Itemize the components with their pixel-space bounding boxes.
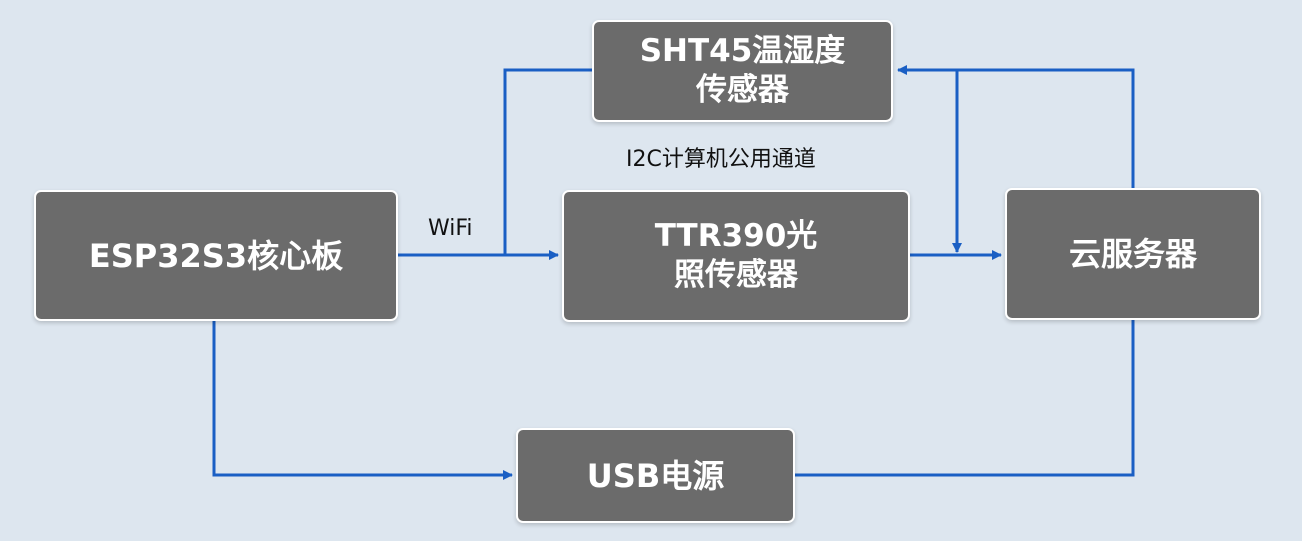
i2c-channel-label: I2C计算机公用通道 bbox=[626, 147, 816, 172]
ttr390-sensor-node: TTR390光 照传感器 bbox=[562, 190, 910, 322]
usb-power-label: USB电源 bbox=[586, 456, 725, 495]
wifi-branch-to-sht45 bbox=[503, 68, 594, 255]
cloud-server-label: 云服务器 bbox=[1068, 235, 1197, 273]
esp32-board-node: ESP32S3核心板 bbox=[34, 190, 398, 321]
esp32-board-label: ESP32S3核心板 bbox=[88, 236, 344, 275]
wifi-label: WiFi bbox=[428, 216, 473, 241]
sht45-sensor-node: SHT45温湿度 传感器 bbox=[592, 20, 893, 122]
cloud-to-sht45-link bbox=[897, 65, 1135, 188]
sht45-sensor-label: SHT45温湿度 传感器 bbox=[639, 33, 846, 108]
cloud-server-node: 云服务器 bbox=[1005, 188, 1261, 320]
ttr390-sensor-label: TTR390光 照传感器 bbox=[654, 218, 818, 293]
esp32-to-usb-link bbox=[212, 320, 513, 480]
cloud-to-usb-link bbox=[795, 320, 1135, 477]
usb-power-node: USB电源 bbox=[516, 428, 795, 523]
